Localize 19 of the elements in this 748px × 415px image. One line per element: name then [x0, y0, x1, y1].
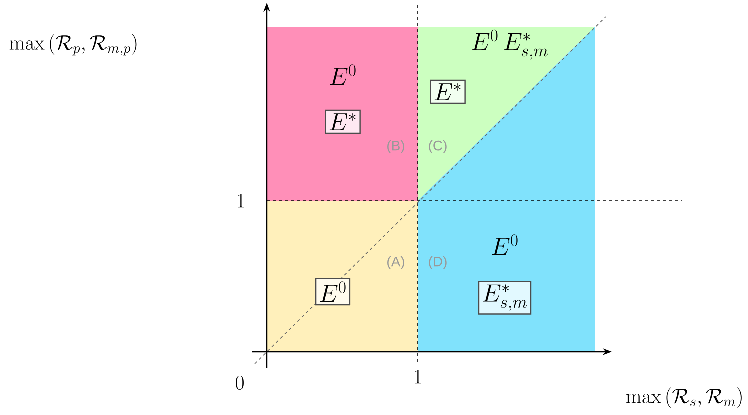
formula-box: $E^*_{s,m}$ — [478, 281, 532, 315]
axis-label: $\max\left(\mathcal{R}_p,\mathcal{R}_{m,p}\right)$ — [10, 34, 137, 56]
formula-box: $E^0$ — [315, 278, 351, 306]
axis-label: $\max\left(\mathcal{R}_s,\mathcal{R}_m\right)$ — [626, 388, 742, 408]
region-label: $E^0$ — [330, 64, 356, 86]
axis-label: $1$ — [238, 194, 244, 208]
region-label: (A) — [388, 256, 404, 270]
formula-box: $E^*$ — [325, 110, 361, 134]
region — [267, 27, 418, 201]
region-label: (B) — [388, 140, 404, 154]
region — [267, 201, 418, 352]
region-label: $E^0$ — [492, 234, 518, 256]
region-label: (D) — [429, 256, 447, 270]
axis-label: $1$ — [415, 370, 422, 384]
region-label: $E^0\,E^*_{s,m}$ — [472, 30, 548, 60]
region — [418, 27, 595, 352]
region-label: (C) — [429, 140, 447, 154]
formula-box: $E^*$ — [430, 80, 466, 104]
axis-label: $0$ — [236, 376, 244, 390]
